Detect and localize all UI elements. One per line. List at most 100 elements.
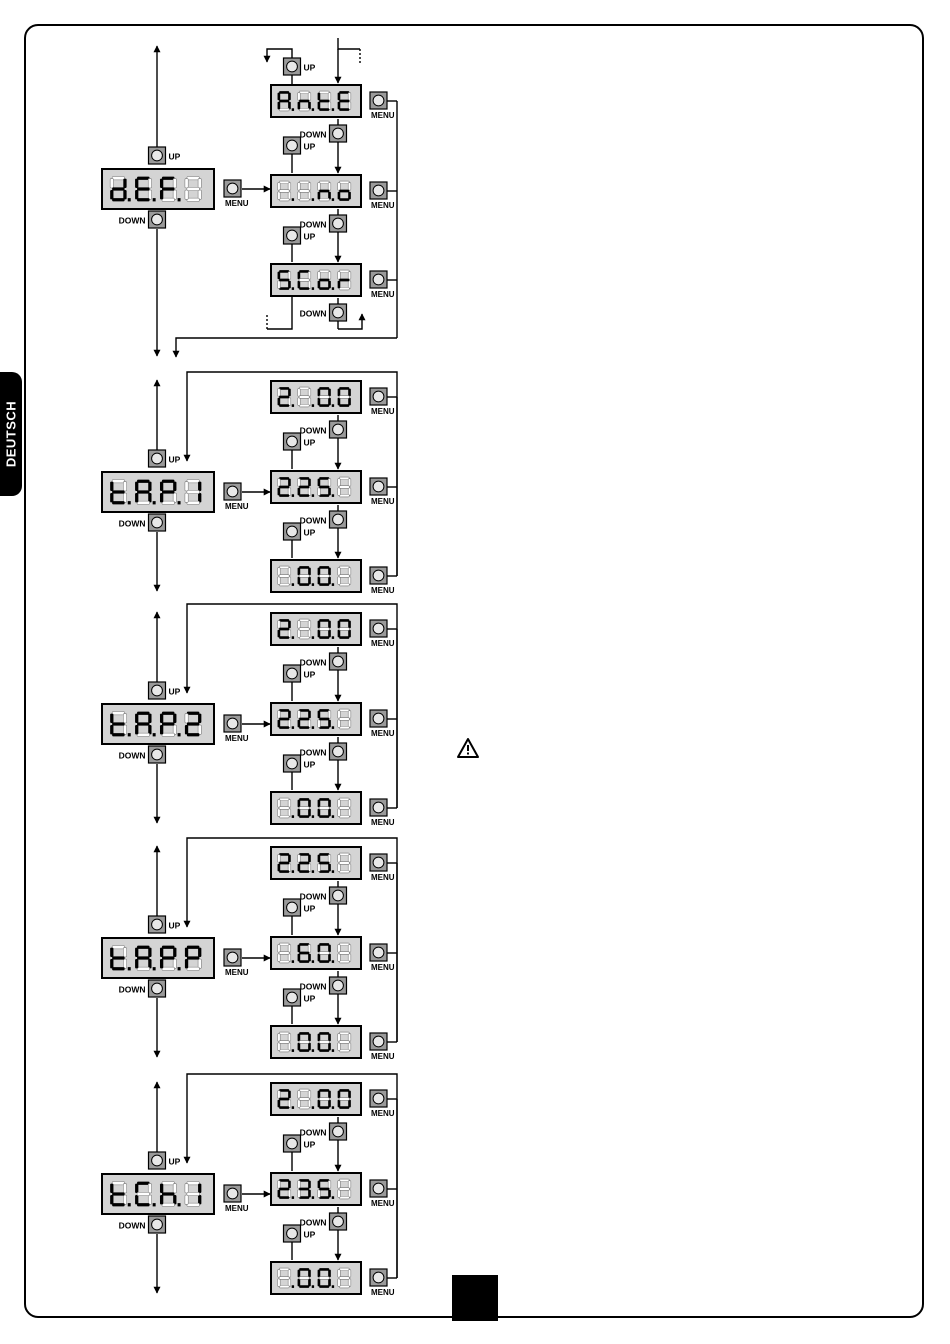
down-button[interactable]: DOWN xyxy=(119,1216,166,1233)
svg-text:MENU: MENU xyxy=(225,1204,249,1213)
up-button[interactable]: UP xyxy=(149,916,181,933)
svg-text:DOWN: DOWN xyxy=(119,519,146,529)
svg-text:MENU: MENU xyxy=(371,586,395,595)
option-display-tAP1-2 xyxy=(271,471,361,503)
main-display-tCh1 xyxy=(102,1174,214,1214)
menu-button[interactable]: MENU xyxy=(370,799,395,827)
up-button[interactable]: UP xyxy=(284,227,316,244)
svg-text:DOWN: DOWN xyxy=(300,309,327,319)
down-button[interactable]: DOWN xyxy=(300,743,347,760)
svg-text:DOWN: DOWN xyxy=(300,1128,327,1138)
menu-button[interactable]: MENU xyxy=(370,567,395,595)
svg-text:MENU: MENU xyxy=(371,818,395,827)
menu-button[interactable]: MENU xyxy=(370,1180,395,1208)
svg-text:UP: UP xyxy=(304,760,316,770)
down-button[interactable]: DOWN xyxy=(300,215,347,232)
up-button[interactable]: UP xyxy=(284,523,316,540)
option-display-tAP2-3 xyxy=(271,792,361,824)
menu-button[interactable]: MENU xyxy=(370,478,395,506)
main-display-def xyxy=(102,169,214,209)
main-display-tAPP xyxy=(102,938,214,978)
down-button[interactable]: DOWN xyxy=(300,421,347,438)
option-display-tAP1-1 xyxy=(271,381,361,413)
svg-text:UP: UP xyxy=(304,528,316,538)
up-button[interactable]: UP xyxy=(284,755,316,772)
down-button[interactable]: DOWN xyxy=(300,1213,347,1230)
up-button[interactable]: UP xyxy=(149,147,181,164)
option-display-tAP1-3 xyxy=(271,560,361,592)
svg-text:MENU: MENU xyxy=(371,963,395,972)
up-button[interactable]: UP xyxy=(284,989,316,1006)
svg-text:MENU: MENU xyxy=(371,729,395,738)
menu-button[interactable]: MENU xyxy=(370,1090,395,1118)
option-display-tAP2-2 xyxy=(271,703,361,735)
up-button[interactable]: UP xyxy=(284,665,316,682)
menu-button[interactable]: MENU xyxy=(370,620,395,648)
menu-button[interactable]: MENU xyxy=(224,949,249,977)
svg-text:UP: UP xyxy=(169,152,181,162)
menu-button[interactable]: MENU xyxy=(224,1185,249,1213)
svg-text:UP: UP xyxy=(304,994,316,1004)
menu-button[interactable]: MENU xyxy=(370,944,395,972)
up-button[interactable]: UP xyxy=(284,433,316,450)
down-button[interactable]: DOWN xyxy=(300,511,347,528)
up-button[interactable]: UP xyxy=(284,58,316,75)
warning-triangle-icon xyxy=(458,739,478,757)
svg-text:MENU: MENU xyxy=(371,639,395,648)
option-display-def-2 xyxy=(271,175,361,207)
down-button[interactable]: DOWN xyxy=(119,211,166,228)
menu-button[interactable]: MENU xyxy=(370,182,395,210)
svg-text:DOWN: DOWN xyxy=(300,982,327,992)
svg-text:DOWN: DOWN xyxy=(300,130,327,140)
down-button[interactable]: DOWN xyxy=(300,977,347,994)
menu-button[interactable]: MENU xyxy=(370,92,395,120)
svg-text:UP: UP xyxy=(169,921,181,931)
up-button[interactable]: UP xyxy=(284,1135,316,1152)
up-button[interactable]: UP xyxy=(149,682,181,699)
svg-text:MENU: MENU xyxy=(371,1199,395,1208)
down-button[interactable]: DOWN xyxy=(300,304,347,321)
down-button[interactable]: DOWN xyxy=(300,1123,347,1140)
up-button[interactable]: UP xyxy=(149,450,181,467)
svg-text:MENU: MENU xyxy=(371,1052,395,1061)
menu-button[interactable]: MENU xyxy=(370,710,395,738)
svg-text:UP: UP xyxy=(304,142,316,152)
svg-text:DOWN: DOWN xyxy=(300,748,327,758)
down-button[interactable]: DOWN xyxy=(300,653,347,670)
down-button[interactable]: DOWN xyxy=(300,125,347,142)
svg-text:MENU: MENU xyxy=(225,502,249,511)
svg-text:MENU: MENU xyxy=(371,111,395,120)
svg-text:UP: UP xyxy=(169,1157,181,1167)
svg-text:MENU: MENU xyxy=(371,201,395,210)
menu-button[interactable]: MENU xyxy=(224,483,249,511)
svg-text:UP: UP xyxy=(304,1230,316,1240)
down-button[interactable]: DOWN xyxy=(119,980,166,997)
option-display-tCh1-3 xyxy=(271,1262,361,1294)
svg-text:MENU: MENU xyxy=(371,873,395,882)
svg-text:DOWN: DOWN xyxy=(300,220,327,230)
up-button[interactable]: UP xyxy=(149,1152,181,1169)
svg-text:DOWN: DOWN xyxy=(300,658,327,668)
svg-text:UP: UP xyxy=(304,232,316,242)
down-button[interactable]: DOWN xyxy=(300,887,347,904)
up-button[interactable]: UP xyxy=(284,899,316,916)
option-display-tAPP-3 xyxy=(271,1026,361,1058)
down-button[interactable]: DOWN xyxy=(119,746,166,763)
down-button[interactable]: DOWN xyxy=(119,514,166,531)
menu-button[interactable]: MENU xyxy=(370,854,395,882)
menu-button[interactable]: MENU xyxy=(370,388,395,416)
menu-button[interactable]: MENU xyxy=(224,715,249,743)
menu-button[interactable]: MENU xyxy=(370,271,395,299)
menu-button[interactable]: MENU xyxy=(224,180,249,208)
option-display-def-3 xyxy=(271,264,361,296)
svg-text:UP: UP xyxy=(304,63,316,73)
svg-text:DOWN: DOWN xyxy=(300,426,327,436)
menu-button[interactable]: MENU xyxy=(370,1269,395,1297)
option-display-def-1 xyxy=(271,85,361,117)
svg-text:UP: UP xyxy=(304,670,316,680)
menu-button[interactable]: MENU xyxy=(370,1033,395,1061)
up-button[interactable]: UP xyxy=(284,1225,316,1242)
svg-text:DOWN: DOWN xyxy=(300,516,327,526)
svg-text:DOWN: DOWN xyxy=(119,216,146,226)
up-button[interactable]: UP xyxy=(284,137,316,154)
